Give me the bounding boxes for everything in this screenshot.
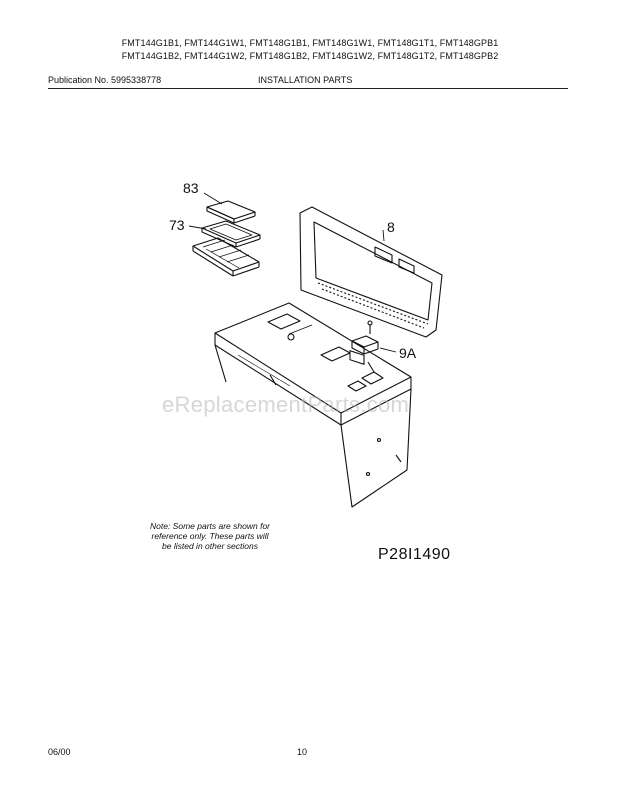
- reference-note: Note: Some parts are shown for reference…: [150, 521, 271, 551]
- part-83-filter-cover: [206, 200, 256, 224]
- model-list-line-2: FMT144G1B2, FMT144G1W2, FMT148G1B2, FMT1…: [121, 51, 499, 61]
- cabinet-wrapper: [214, 302, 412, 508]
- publication-number: Publication No. 5995338778: [48, 75, 162, 85]
- callout-9a: 9A: [399, 345, 417, 361]
- callout-73: 73: [169, 217, 185, 233]
- callout-83: 83: [183, 180, 199, 196]
- leader-lines: [188, 192, 397, 353]
- header-rule: [48, 88, 568, 89]
- grease-filter-grille: [192, 237, 260, 277]
- callout-8: 8: [387, 219, 395, 235]
- part-8-mounting-plate: [299, 206, 443, 365]
- part-73-filter-frame: [201, 220, 261, 248]
- footer-date: 06/00: [48, 747, 71, 757]
- diagram-id: P28I1490: [378, 546, 451, 563]
- page-number: 10: [297, 747, 308, 757]
- section-title: INSTALLATION PARTS: [258, 75, 353, 85]
- part-9a-bracket: [351, 320, 379, 373]
- model-list-line-1: FMT144G1B1, FMT144G1W1, FMT148G1B1, FMT1…: [121, 38, 499, 48]
- watermark: eReplacementParts.com: [162, 392, 410, 417]
